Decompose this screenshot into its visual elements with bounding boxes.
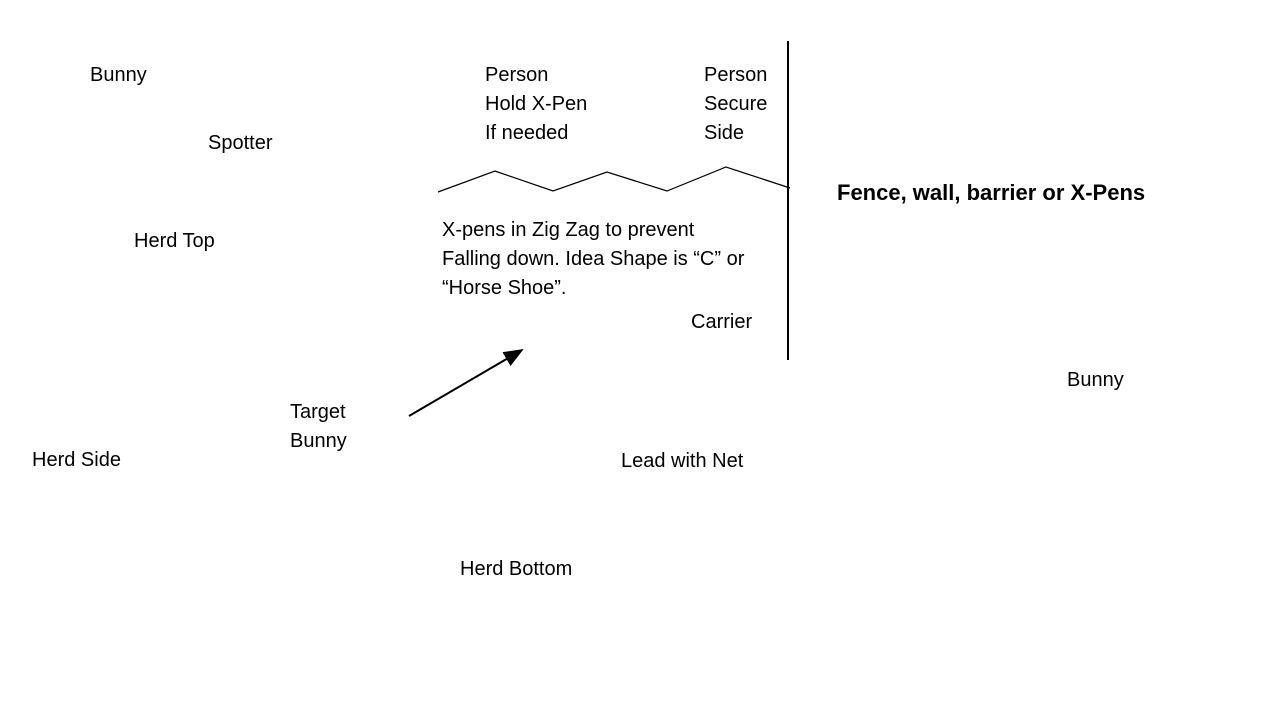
xpen-note-line-2: Falling down. Idea Shape is “C” or [442, 248, 745, 270]
person-hold-line-3: If needed [485, 122, 569, 144]
herd-side-label: Herd Side [32, 449, 121, 471]
xpen-note-line-3: “Horse Shoe”. [442, 277, 567, 299]
target-bunny-label: Target Bunny [290, 398, 347, 456]
person-secure-line-2: Secure [704, 93, 768, 115]
xpen-zigzag [437, 166, 791, 193]
person-secure-line-3: Side [704, 122, 745, 144]
person-hold-line-1: Person [485, 64, 549, 86]
carrier-label: Carrier [691, 311, 753, 333]
target-bunny-line-2: Bunny [290, 430, 347, 452]
bunny-label-right: Bunny [1067, 369, 1124, 391]
xpen-note-line-1: X-pens in Zig Zag to prevent [442, 219, 695, 241]
herd-bottom-label: Herd Bottom [460, 558, 573, 580]
person-secure-side-label: Person Secure Side [704, 61, 767, 148]
direction-arrow [408, 348, 524, 417]
person-secure-line-1: Person [704, 64, 768, 86]
bunny-label-top: Bunny [90, 64, 147, 86]
xpen-note: X-pens in Zig Zag to prevent Falling dow… [442, 216, 744, 303]
spotter-label: Spotter [208, 132, 273, 154]
herd-top-label: Herd Top [134, 230, 215, 252]
person-hold-xpen-label: Person Hold X-Pen If needed [485, 61, 587, 148]
target-bunny-line-1: Target [290, 401, 346, 423]
fence-title: Fence, wall, barrier or X-Pens [837, 180, 1146, 205]
person-hold-line-2: Hold X-Pen [485, 93, 588, 115]
lead-with-net-label: Lead with Net [621, 450, 744, 472]
